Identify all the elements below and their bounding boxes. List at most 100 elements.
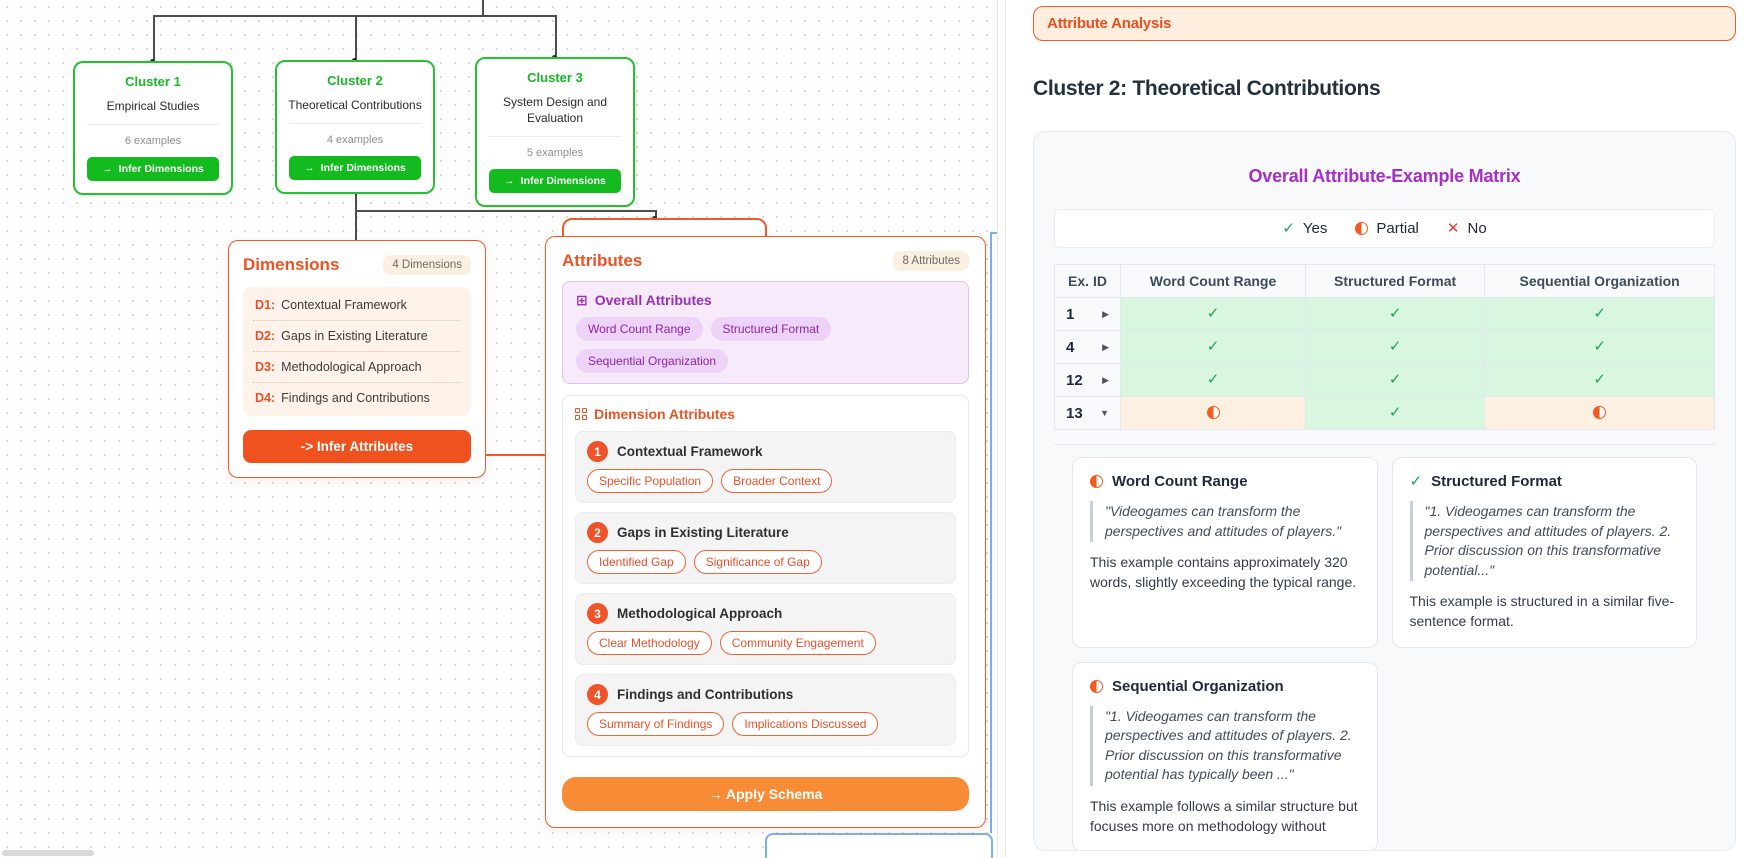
legend-partial: Partial — [1355, 220, 1419, 237]
check-icon: ✓ — [1593, 371, 1606, 388]
divider — [289, 123, 421, 125]
panel-resize-gutter[interactable] — [997, 0, 1005, 858]
group-number-badge: 3 — [587, 603, 608, 624]
connector-riser — [482, 0, 484, 15]
matrix-row-expander[interactable]: 4▶ — [1054, 330, 1121, 364]
example-id: 1 — [1066, 305, 1075, 323]
matrix-cell-yes: ✓ — [1305, 297, 1486, 331]
matrix-cell-yes: ✓ — [1119, 363, 1307, 397]
matrix-title: Overall Attribute-Example Matrix — [1248, 166, 1521, 186]
dimension-item: D4:Findings and Contributions — [253, 383, 461, 413]
dimension-label: Contextual Framework — [281, 298, 407, 312]
flow-canvas[interactable]: Cluster 1 Empirical Studies 6 examples →… — [0, 0, 997, 858]
partial-icon — [1593, 406, 1607, 420]
detail-card-structured-format: ✓ Structured Format "1. Videogames can t… — [1391, 457, 1697, 648]
group-title: Findings and Contributions — [617, 687, 794, 702]
matrix-card: Overall Attribute-Example Matrix ✓ Yes Pa… — [1033, 131, 1736, 851]
button-label: Infer Dimensions — [520, 175, 606, 188]
attribute-pill: Broader Context — [721, 469, 833, 493]
dimensions-panel[interactable]: Dimensions 4 Dimensions D1:Contextual Fr… — [228, 240, 486, 478]
arrow-icon: → — [304, 162, 315, 175]
matrix-legend: ✓ Yes Partial ✕ No — [1054, 209, 1715, 248]
infer-dimensions-button[interactable]: →Infer Dimensions — [489, 169, 621, 194]
attribute-group-1: 1 Contextual Framework Specific Populati… — [575, 431, 956, 503]
selection-outline-fragment — [990, 232, 992, 833]
attribute-pill: Community Engagement — [719, 631, 876, 655]
check-icon: ✓ — [1593, 305, 1606, 322]
dimension-id: D2: — [255, 329, 276, 343]
group-title: Methodological Approach — [617, 606, 783, 621]
attribute-group-3: 3 Methodological Approach Clear Methodol… — [575, 593, 956, 665]
button-label: Infer Dimensions — [320, 162, 406, 175]
matrix-cell-partial — [1119, 396, 1307, 430]
cluster-node-3[interactable]: Cluster 3 System Design and Evaluation 5… — [475, 57, 635, 208]
connector-drop-1 — [153, 15, 155, 61]
legend-label: No — [1467, 220, 1487, 237]
attribute-pill: Summary of Findings — [587, 712, 725, 736]
analysis-text: This example is structured in a similar … — [1409, 593, 1675, 629]
dimensions-list: D1:Contextual Framework D2: Gaps in Exist… — [243, 287, 471, 416]
legend-label: Yes — [1302, 220, 1328, 237]
attribute-analysis-badge: Attribute Analysis — [1033, 6, 1736, 41]
matrix-header-row: Ex. ID Word Count Range Structured Forma… — [1054, 264, 1715, 298]
check-icon: ✓ — [1206, 338, 1220, 355]
attribute-pill: Identified Gap — [587, 550, 686, 574]
infer-dimensions-button[interactable]: →Infer Dimensions — [87, 157, 219, 182]
column-header: Ex. ID — [1054, 264, 1121, 298]
example-quote: "1. Videogames can transform the perspec… — [1409, 501, 1680, 582]
check-icon: ✓ — [1388, 404, 1402, 421]
attribute-example-matrix: Ex. ID Word Count Range Structured Forma… — [1054, 264, 1715, 430]
matrix-row: 1▶✓✓✓ — [1054, 297, 1715, 331]
dimension-item: D1:Contextual Framework — [253, 290, 461, 321]
cluster-example-count: 4 examples — [326, 134, 384, 147]
cluster-node-1[interactable]: Cluster 1 Empirical Studies 6 examples →… — [73, 61, 233, 196]
check-icon: ✓ — [1282, 220, 1295, 237]
matrix-cell-yes: ✓ — [1305, 363, 1486, 397]
matrix-cell-yes: ✓ — [1119, 330, 1307, 364]
attributes-count-badge: 8 Attributes — [893, 251, 969, 271]
matrix-cell-yes: ✓ — [1484, 330, 1715, 364]
selected-node-fragment — [765, 833, 993, 858]
cluster-title: Cluster 2 — [327, 73, 383, 88]
infer-attributes-button[interactable]: -> Infer Attributes — [243, 430, 471, 463]
check-icon: ✓ — [1388, 338, 1402, 355]
matrix-row-expander[interactable]: 12▶ — [1054, 363, 1121, 397]
example-quote: "Videogames can transform the perspectiv… — [1090, 501, 1360, 543]
overall-attribute-pill: Word Count Range — [576, 317, 703, 341]
chevron-right-icon: ▶ — [1102, 374, 1109, 385]
matrix-row-expander[interactable]: 13▼ — [1054, 396, 1121, 430]
dimension-label: Methodological Approach — [281, 360, 422, 374]
apply-schema-button[interactable]: → Apply Schema — [562, 777, 969, 811]
column-header: Structured Format — [1305, 264, 1486, 298]
cluster-subtitle: Theoretical Contributions — [288, 98, 422, 112]
detail-card-sequential-organization: Sequential Organization "1. Videogames c… — [1072, 661, 1378, 850]
cluster-node-2[interactable]: Cluster 2 Theoretical Contributions 4 ex… — [275, 60, 435, 195]
square-plus-icon: ⊞ — [576, 292, 588, 308]
group-number-badge: 1 — [587, 441, 608, 462]
dimension-attributes-title: Dimension Attributes — [594, 406, 736, 422]
dimension-label: Findings and Contributions — [281, 391, 430, 405]
attribute-pill: Significance of Gap — [693, 550, 822, 574]
group-number-badge: 2 — [587, 522, 608, 543]
dimensions-count-badge: 4 Dimensions — [383, 255, 471, 275]
selection-outline-fragment — [990, 232, 997, 234]
chevron-right-icon: ▶ — [1102, 341, 1109, 352]
check-icon: ✓ — [1388, 305, 1402, 322]
check-icon: ✓ — [1206, 371, 1220, 388]
x-icon: ✕ — [1446, 220, 1460, 237]
canvas-horizontal-scrollbar[interactable] — [2, 850, 94, 856]
connector-drop-3 — [555, 15, 557, 57]
column-header: Sequential Organization — [1484, 264, 1715, 298]
analysis-text: This example contains approximately 320 … — [1090, 554, 1357, 590]
connector-branch-h — [355, 210, 656, 212]
dimensions-panel-title: Dimensions — [243, 255, 340, 274]
example-id: 4 — [1066, 338, 1075, 356]
matrix-cell-yes: ✓ — [1484, 363, 1715, 397]
analysis-text: This example follows a similar structure… — [1090, 797, 1358, 834]
overall-attribute-pill: Structured Format — [710, 317, 832, 341]
divider — [1054, 444, 1715, 445]
matrix-row-expander[interactable]: 1▶ — [1054, 297, 1121, 331]
attributes-panel[interactable]: Attributes 8 Attributes ⊞ Overall Attrib… — [545, 236, 986, 828]
infer-dimensions-button[interactable]: → Infer Dimensions — [289, 156, 421, 181]
dimension-label: Gaps in Existing Literature — [281, 329, 428, 343]
